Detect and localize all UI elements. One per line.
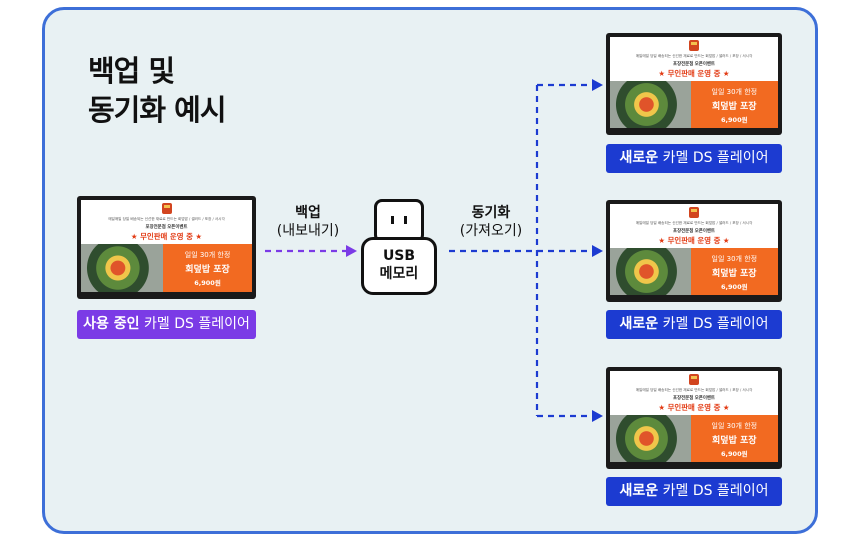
- signage-screen: 매일매일 당일 배송되는 신선한 재료로 만드는 회덮밥 / 샐러드 / 포장 …: [610, 371, 778, 462]
- backup-subtitle: (내보내기): [276, 223, 340, 239]
- screen-subtitle: 포장전문점 오픈이벤트: [673, 229, 715, 234]
- promo-line-1: 일일 30개 한정: [184, 251, 231, 259]
- food-photo: [81, 244, 164, 292]
- food-photo: [610, 81, 691, 128]
- shop-logo: [161, 203, 172, 214]
- backup-arrow-head: [346, 245, 357, 257]
- usb-label-line-1: USB: [382, 248, 416, 264]
- promo-line-2: 회덮밥 포장: [712, 269, 757, 279]
- screen-tagline: 매일매일 당일 배송되는 신선한 재료로 만드는 회덮밥 / 샐러드 / 포장 …: [108, 217, 225, 221]
- sync-title: 동기화: [471, 205, 511, 221]
- sync-arrows: [449, 83, 597, 418]
- target-player-monitor: 매일매일 당일 배송되는 신선한 재료로 만드는 회덮밥 / 샐러드 / 포장 …: [606, 367, 782, 469]
- source-player-label: 사용 중인 카멜 DS 플레이어: [77, 310, 256, 339]
- promo-panel: 일일 30개 한정 회덮밥 포장 6,900원: [690, 248, 778, 295]
- target-label-bold: 새로운: [619, 483, 659, 499]
- screen-tagline: 매일매일 당일 배송되는 신선한 재료로 만드는 회덮밥 / 샐러드 / 포장 …: [635, 54, 753, 58]
- promo-line-2: 회덮밥 포장: [712, 102, 757, 112]
- shop-logo: [689, 40, 699, 51]
- screen-headline: ★ 무인판매 운영 중 ★: [658, 236, 730, 245]
- screen-tagline: 매일매일 당일 배송되는 신선한 재료로 만드는 회덮밥 / 샐러드 / 포장 …: [635, 221, 753, 225]
- backup-step-label: 백업 (내보내기): [268, 204, 348, 240]
- food-photo: [610, 248, 691, 295]
- promo-price: 6,900원: [721, 450, 748, 458]
- source-player-monitor: 매일매일 당일 배송되는 신선한 재료로 만드는 회덮밥 / 샐러드 / 포장 …: [77, 196, 256, 299]
- promo-panel: 일일 30개 한정 회덮밥 포장 6,900원: [690, 415, 778, 462]
- usb-label-line-2: 메모리: [379, 266, 419, 282]
- promo-price: 6,900원: [721, 116, 748, 124]
- target-player-label: 새로운 카멜 DS 플레이어: [606, 477, 782, 506]
- promo-panel: 일일 30개 한정 회덮밥 포장 6,900원: [163, 244, 252, 292]
- target-player-label: 새로운 카멜 DS 플레이어: [606, 144, 782, 173]
- source-label-normal: 카멜 DS 플레이어: [139, 316, 250, 332]
- target-label-bold: 새로운: [619, 150, 659, 166]
- promo-price: 6,900원: [721, 283, 748, 291]
- sync-arrow-head-middle: [592, 245, 603, 257]
- usb-body: USB 메모리: [361, 237, 437, 295]
- target-player-monitor: 매일매일 당일 배송되는 신선한 재료로 만드는 회덮밥 / 샐러드 / 포장 …: [606, 33, 782, 135]
- shop-logo: [689, 374, 699, 385]
- signage-screen: 매일매일 당일 배송되는 신선한 재료로 만드는 회덮밥 / 샐러드 / 포장 …: [81, 200, 252, 292]
- screen-headline: ★ 무인판매 운영 중 ★: [658, 403, 730, 412]
- promo-line-1: 일일 30개 한정: [711, 255, 758, 263]
- promo-line-2: 회덮밥 포장: [185, 265, 230, 275]
- signage-screen: 매일매일 당일 배송되는 신선한 재료로 만드는 회덮밥 / 샐러드 / 포장 …: [610, 37, 778, 128]
- screen-headline: ★ 무인판매 운영 중 ★: [130, 232, 203, 241]
- title-line-1: 백업 및: [88, 54, 175, 88]
- screen-headline: ★ 무인판매 운영 중 ★: [658, 69, 730, 78]
- promo-line-2: 회덮밥 포장: [712, 436, 757, 446]
- food-photo: [610, 415, 691, 462]
- sync-subtitle: (가져오기): [459, 223, 523, 239]
- sync-step-label: 동기화 (가져오기): [447, 204, 535, 240]
- screen-subtitle: 포장전문점 오픈이벤트: [673, 396, 715, 401]
- promo-line-1: 일일 30개 한정: [711, 422, 758, 430]
- screen-tagline: 매일매일 당일 배송되는 신선한 재료로 만드는 회덮밥 / 샐러드 / 포장 …: [635, 388, 753, 392]
- sync-arrow-head-top: [592, 79, 603, 91]
- usb-memory-icon: USB 메모리: [359, 199, 439, 295]
- source-label-bold: 사용 중인: [83, 316, 140, 332]
- backup-title: 백업: [295, 205, 321, 221]
- title-line-2: 동기화 예시: [88, 93, 226, 127]
- target-label-normal: 카멜 DS 플레이어: [658, 316, 769, 332]
- promo-price: 6,900원: [194, 279, 221, 287]
- shop-logo: [689, 207, 699, 218]
- target-label-bold: 새로운: [619, 316, 659, 332]
- target-player-monitor: 매일매일 당일 배송되는 신선한 재료로 만드는 회덮밥 / 샐러드 / 포장 …: [606, 200, 782, 302]
- signage-screen: 매일매일 당일 배송되는 신선한 재료로 만드는 회덮밥 / 샐러드 / 포장 …: [610, 204, 778, 295]
- target-player-label: 새로운 카멜 DS 플레이어: [606, 310, 782, 339]
- sync-arrow-head-bottom: [592, 410, 603, 422]
- screen-subtitle: 포장전문점 오픈이벤트: [673, 62, 715, 67]
- promo-line-1: 일일 30개 한정: [711, 88, 758, 96]
- promo-panel: 일일 30개 한정 회덮밥 포장 6,900원: [690, 81, 778, 128]
- target-label-normal: 카멜 DS 플레이어: [658, 150, 769, 166]
- page-title: 백업 및 동기화 예시: [88, 52, 226, 130]
- target-label-normal: 카멜 DS 플레이어: [658, 483, 769, 499]
- screen-subtitle: 포장전문점 오픈이벤트: [145, 225, 188, 230]
